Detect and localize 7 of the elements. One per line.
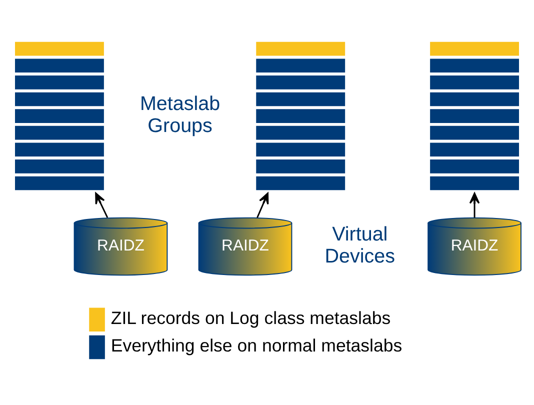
legend-label: ZIL records on Log class metaslabs	[110, 307, 391, 328]
legend-label: Everything else on normal metaslabs	[110, 335, 402, 356]
label: Metaslab Groups	[140, 92, 220, 136]
arrow	[469, 192, 480, 218]
arrow	[256, 192, 269, 218]
arrow	[95, 192, 108, 218]
label: Virtual Devices	[324, 223, 396, 267]
